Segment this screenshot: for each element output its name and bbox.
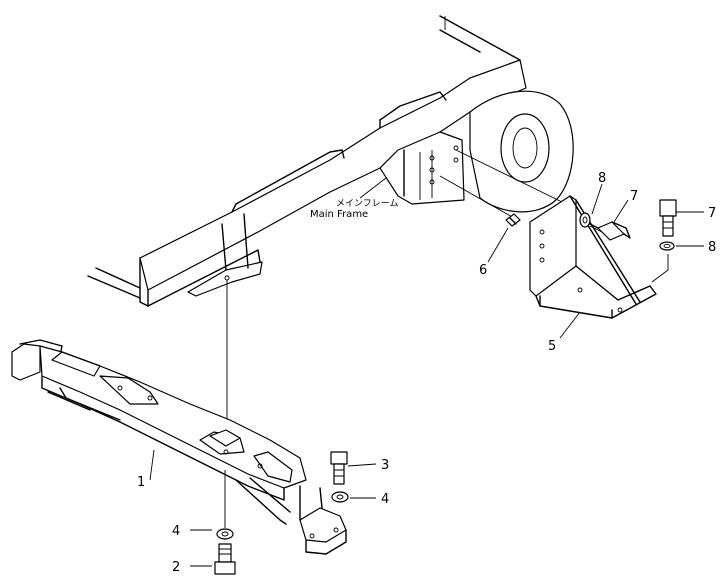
- callout-2: 2: [172, 560, 180, 575]
- callout-6: 6: [479, 263, 487, 278]
- bolt-part-2: [214, 543, 236, 575]
- callout-1: 1: [137, 475, 145, 490]
- beam-part-1: [11, 339, 347, 555]
- washer-part-8-upper: [579, 212, 591, 228]
- washer-part-8-right: [659, 241, 675, 251]
- bolt-part-7-upper: [585, 221, 631, 241]
- bolt-part-3: [330, 451, 348, 485]
- washer-part-4-left: [216, 528, 234, 540]
- main-frame-leader: [359, 177, 387, 199]
- callout-3: 3: [381, 458, 389, 473]
- leader-8-upper: [591, 183, 603, 215]
- leader-7-upper: [613, 199, 629, 223]
- pin-part-6: [505, 213, 521, 227]
- callout-7-right: 7: [708, 206, 716, 221]
- callout-7-upper: 7: [630, 189, 638, 204]
- leader-6: [487, 227, 509, 263]
- callout-8-upper: 8: [598, 171, 606, 186]
- main-frame-label-en: Main Frame: [310, 209, 368, 220]
- main-frame-label-jp: メインフレーム: [336, 198, 398, 209]
- callout-5: 5: [548, 339, 556, 354]
- main-frame: [87, 15, 574, 440]
- washer-part-4-right: [331, 491, 349, 503]
- bracket-part-5: [529, 195, 669, 319]
- callout-8-right: 8: [708, 240, 716, 255]
- leader-3: [347, 463, 377, 467]
- leader-5: [559, 311, 581, 339]
- leader-1: [149, 449, 155, 481]
- bolt-part-7-right: [659, 199, 677, 237]
- callout-4-right: 4: [381, 492, 389, 507]
- callout-4-left: 4: [172, 524, 180, 539]
